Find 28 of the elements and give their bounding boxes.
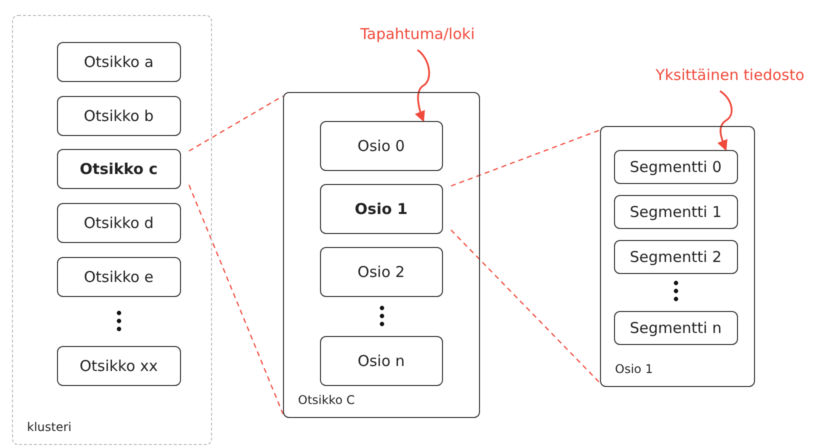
zoom-line [188, 184, 284, 414]
process-box: Segmentti 2 [614, 240, 738, 274]
zoom-line [450, 230, 600, 384]
process-box: Otsikko xx [56, 346, 181, 386]
container-panel [283, 92, 480, 418]
process-box: Segmentti n [614, 310, 738, 345]
container-panel [600, 126, 755, 387]
process-box: Segmentti 1 [614, 194, 738, 229]
process-box: Osio 2 [320, 246, 443, 297]
process-box: Otsikko b [56, 96, 181, 136]
process-box: Otsikko e [56, 256, 181, 297]
zoom-line [188, 95, 284, 152]
arrow [414, 49, 430, 122]
container-label: Osio 1 [615, 362, 653, 376]
process-box: Osio 0 [320, 120, 443, 171]
arrow [717, 90, 732, 151]
process-box: Segmentti 0 [614, 150, 738, 184]
container-label: Otsikko C [298, 393, 355, 407]
cluster-frame [12, 15, 212, 445]
process-box: Osio n [320, 336, 443, 386]
annotation-text: Tapahtuma/loki [345, 22, 490, 46]
process-box: Otsikko d [56, 202, 181, 243]
container-label: klusteri [27, 420, 72, 434]
annotation-text: Yksittäinen tiedosto [645, 63, 814, 87]
process-box: Osio 1 [320, 184, 443, 234]
zoom-line [450, 129, 600, 187]
process-box: Otsikko c [56, 148, 181, 189]
process-box: Otsikko a [56, 42, 181, 82]
